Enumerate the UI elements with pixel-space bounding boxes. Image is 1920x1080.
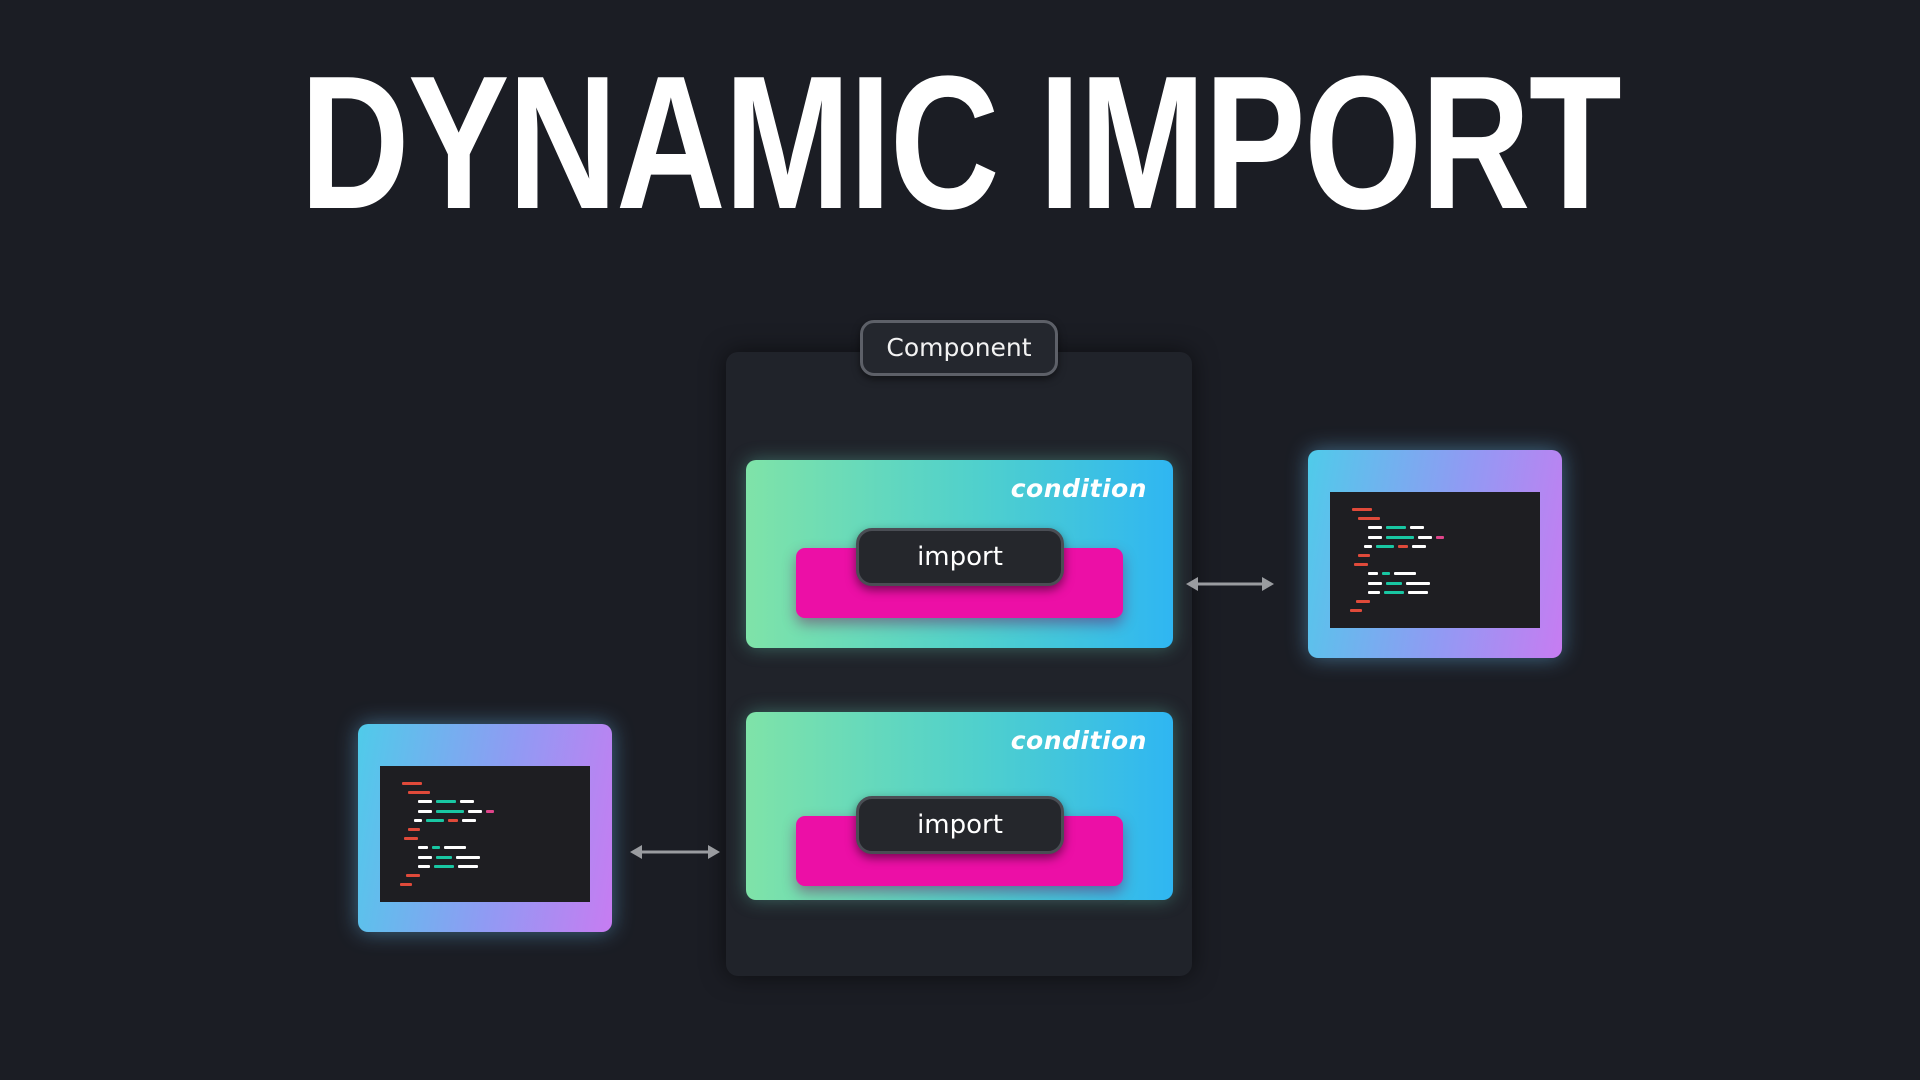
code-line — [1418, 535, 1432, 539]
import-label: import — [856, 528, 1064, 586]
code-line — [418, 855, 432, 859]
code-file-icon — [1330, 492, 1540, 628]
code-line — [1350, 609, 1362, 613]
double-headed-arrow-icon — [1186, 577, 1274, 591]
condition-block-2: condition import — [746, 712, 1173, 900]
code-line — [1368, 535, 1382, 539]
code-line — [418, 800, 432, 804]
code-line — [1364, 544, 1372, 548]
code-line — [1368, 526, 1382, 530]
code-line — [468, 809, 482, 813]
condition-label: condition — [1010, 726, 1147, 755]
code-line — [1408, 590, 1428, 594]
double-headed-arrow-icon — [630, 845, 720, 859]
code-line — [486, 809, 494, 813]
condition-block-1: condition import — [746, 460, 1173, 648]
code-line — [408, 828, 420, 831]
code-line — [1398, 544, 1408, 548]
module-card-left — [358, 724, 612, 932]
code-line — [1352, 508, 1372, 511]
code-line — [1368, 590, 1380, 594]
code-line — [1412, 544, 1426, 548]
code-line — [456, 855, 480, 859]
code-line — [436, 855, 452, 859]
code-line — [414, 818, 422, 822]
code-line — [1354, 563, 1368, 567]
code-line — [436, 809, 464, 813]
code-line — [1384, 590, 1404, 594]
code-line — [1386, 526, 1406, 530]
code-line — [402, 782, 422, 785]
code-line — [432, 846, 440, 850]
code-line — [418, 809, 432, 813]
code-line — [444, 846, 466, 850]
code-line — [436, 800, 456, 804]
code-line — [1358, 517, 1380, 521]
code-line — [1394, 572, 1416, 576]
code-line — [1376, 544, 1394, 548]
code-line — [406, 874, 420, 877]
page-title: DYNAMIC IMPORT — [299, 37, 1622, 249]
code-line — [462, 818, 476, 822]
code-line — [1382, 572, 1390, 576]
condition-label: condition — [1010, 474, 1147, 503]
code-file-icon — [380, 766, 590, 902]
code-line — [434, 864, 454, 868]
code-line — [448, 818, 458, 822]
code-line — [1436, 535, 1444, 539]
code-line — [1368, 572, 1378, 576]
code-line — [426, 818, 444, 822]
import-label: import — [856, 796, 1064, 854]
code-line — [458, 864, 478, 868]
code-line — [1358, 554, 1370, 557]
code-line — [1386, 581, 1402, 585]
code-line — [1386, 535, 1414, 539]
code-line — [400, 883, 412, 887]
code-line — [1406, 581, 1430, 585]
component-label: Component — [860, 320, 1058, 376]
code-line — [460, 800, 474, 804]
code-line — [404, 837, 418, 841]
module-card-right — [1308, 450, 1562, 658]
code-line — [1410, 526, 1424, 530]
code-line — [418, 846, 428, 850]
code-line — [418, 864, 430, 868]
code-line — [1368, 581, 1382, 585]
code-line — [408, 791, 430, 795]
code-line — [1356, 600, 1370, 603]
